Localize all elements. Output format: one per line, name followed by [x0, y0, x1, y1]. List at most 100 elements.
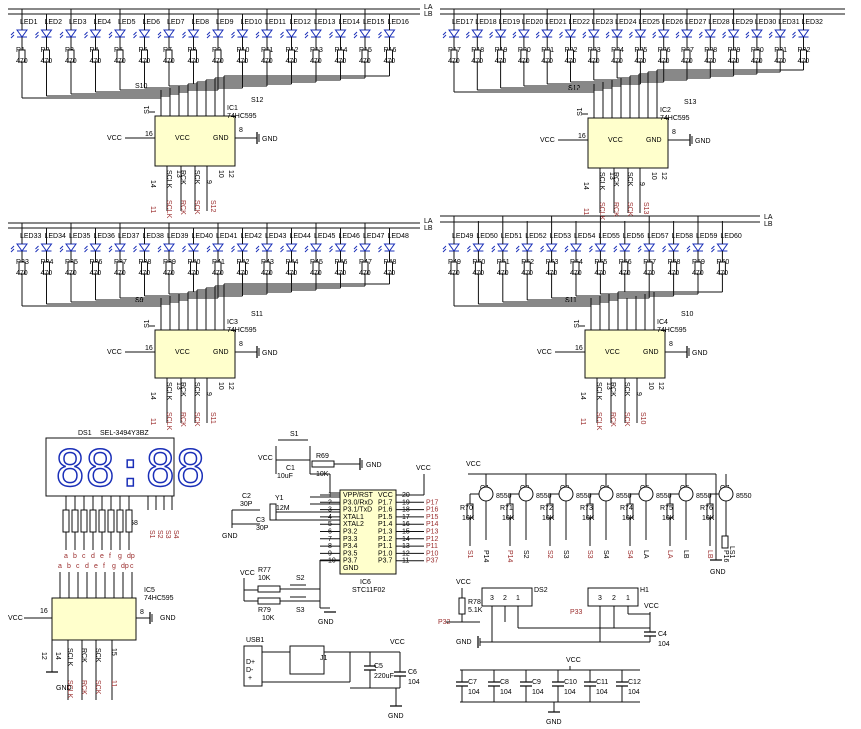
led-icon — [570, 243, 582, 252]
resistor-value: 470 — [643, 270, 655, 277]
display-resistor — [62, 509, 70, 533]
chip-pin10: 14 — [579, 392, 586, 400]
chip-pin8: 8 — [669, 341, 673, 348]
chip-pin12: 12 — [227, 382, 234, 390]
wire — [231, 248, 235, 253]
mcu-net-label: P10 — [426, 550, 439, 557]
resistor-value: 470 — [359, 270, 371, 277]
cap-value: 104 — [500, 689, 512, 696]
chip-ref: IC2 — [660, 107, 671, 114]
ic5-vcc: VCC — [8, 615, 23, 622]
speaker-icon — [721, 535, 729, 549]
wire — [613, 245, 618, 250]
resistor-value: 470 — [139, 58, 151, 65]
chip-pin11: 9 — [638, 182, 645, 186]
led-label: LED12 — [290, 19, 312, 26]
chip-sclk-net: SCLK — [165, 200, 172, 219]
h1-pin-1: 1 — [626, 595, 630, 602]
h1-pin-2: 2 — [612, 595, 616, 602]
ic5-part: 74HC595 — [144, 595, 174, 602]
h1-body — [587, 587, 639, 607]
led-icon — [797, 29, 810, 38]
chip-sclk: SCLK — [598, 172, 605, 191]
chip-gnd-pin: GND — [646, 137, 662, 144]
display-resistor — [89, 509, 97, 533]
wire — [133, 31, 137, 36]
ic5-pin11-net: 11 — [110, 680, 117, 687]
chip-pin14: 10 — [647, 382, 654, 390]
wire — [442, 34, 447, 39]
resistor-value: 470 — [41, 270, 53, 277]
c6-val: 104 — [408, 679, 420, 686]
display-part: SEL-3494Y3BZ — [100, 430, 149, 437]
wire — [512, 34, 517, 39]
cap-value: 104 — [628, 689, 640, 696]
driver-out-net: P14 — [482, 550, 489, 563]
resistor-value: 470 — [114, 270, 126, 277]
pnp-transistor-icon — [598, 486, 614, 502]
led-icon — [643, 243, 656, 252]
ic5-seg-label: d — [85, 563, 89, 570]
sensor-block: VCC R78 5.1K P32 DS2 3 2 1 GND H1 3 2 1 … — [438, 579, 670, 648]
wire — [255, 245, 260, 250]
led-label: LED46 — [339, 233, 361, 240]
chip-sout-net: S13 — [642, 202, 649, 215]
chip-pin16: 16 — [145, 131, 153, 138]
r78-body — [458, 597, 466, 615]
chip-vcc-pin: VCC — [605, 349, 620, 356]
ds2-pin-3: 3 — [490, 595, 494, 602]
wire — [540, 245, 544, 250]
wire — [605, 31, 610, 36]
ic5: IC5 74HC595 VCC GND — [8, 587, 176, 641]
chip-gnd-pin: GND — [213, 349, 229, 356]
r78-ref: R78 — [468, 599, 481, 606]
resistor-value: 470 — [16, 58, 28, 65]
led-icon — [587, 29, 600, 38]
resistor-value: 470 — [163, 270, 175, 277]
chip-s-in: S11 — [565, 297, 577, 304]
driver-in-net: S2 — [546, 550, 553, 559]
led-icon — [359, 29, 371, 38]
chip-pin16: 16 — [145, 345, 153, 352]
led-label: LED7 — [167, 19, 185, 26]
mcu-right-pin-label: P1.6 — [378, 507, 393, 514]
led-icon — [310, 243, 322, 252]
ic5-seg-label: c — [76, 563, 80, 570]
wire — [675, 31, 680, 36]
clk-vcc: VCC — [258, 455, 273, 462]
wire — [698, 31, 703, 36]
chip-sck: SCK — [193, 170, 200, 185]
chip-pin8: 8 — [239, 341, 243, 348]
led-icon — [383, 29, 396, 38]
mcu-left-pin-label: GND — [343, 565, 359, 572]
led-icon — [750, 29, 763, 38]
wire — [378, 34, 382, 39]
led-label: LED8 — [192, 19, 210, 26]
led-icon — [285, 243, 298, 252]
wire — [792, 34, 796, 39]
resistor-value: 470 — [139, 270, 151, 277]
wire — [662, 245, 666, 250]
chip-sck-net: SCK — [193, 412, 200, 427]
r79-ref: R79 — [258, 607, 271, 614]
led-label: LED27 — [685, 19, 707, 26]
rail-lb-right: LB — [764, 221, 773, 228]
usb-pin-dminus: D- — [246, 667, 254, 674]
led-icon — [448, 29, 460, 38]
chip-s-in: S12 — [568, 85, 581, 92]
shift-register-body — [587, 117, 669, 169]
wire — [491, 248, 496, 253]
resistor-value: 470 — [692, 270, 704, 277]
resistor-value: 470 — [681, 58, 693, 65]
wire — [157, 245, 162, 250]
wire — [353, 34, 358, 39]
chip-pin13: 13 — [175, 170, 182, 178]
wire — [442, 248, 447, 253]
s2-ref: S2 — [296, 575, 305, 582]
r69-body — [311, 460, 335, 468]
ic5-sck-net: SCK — [94, 680, 101, 695]
resistor-value: 470 — [611, 58, 623, 65]
ic5-bottom-gnd: GND — [56, 685, 72, 692]
led-icon — [334, 243, 347, 252]
wire — [182, 31, 186, 36]
